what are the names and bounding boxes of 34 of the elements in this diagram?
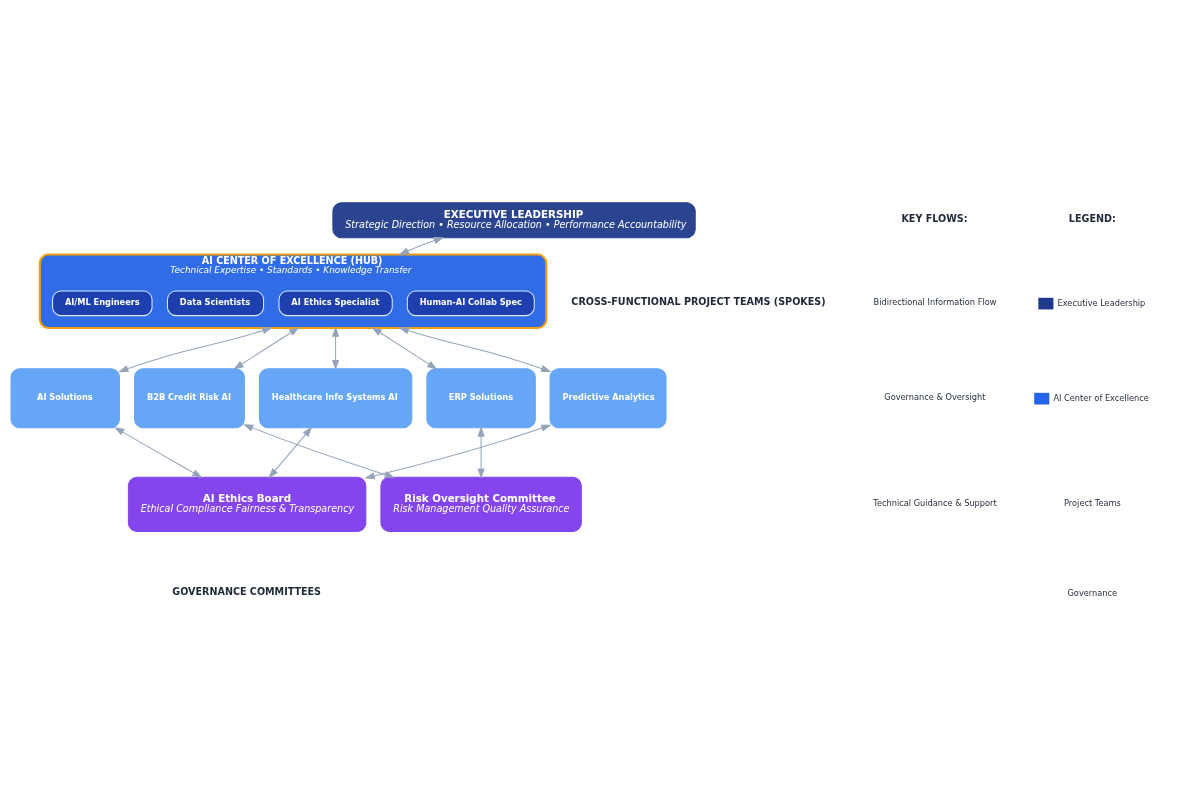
label: GOVERNANCE COMMITTEES [172,586,322,598]
node-box: AI Ethics Board Ethical Compliance Fairness & Transparency [127,476,367,532]
label: LEGEND: [1068,213,1116,225]
node-box: Risk Oversight Committee Risk Management Quality Assurance [380,476,582,532]
arrow [114,427,203,478]
node-box: Healthcare Info Systems AI [258,368,413,429]
arrow [233,327,300,370]
node-box: ERP Solutions [426,368,536,429]
node-box: Data Scientists [166,290,265,317]
legend-label: Governance & Oversight [884,392,986,403]
node-box: AI/ML Engineers [52,290,153,317]
arrow [371,327,438,370]
legend-label: Project Teams [1064,498,1121,509]
legend-label: Executive Leadership [1057,297,1146,308]
node-box: AI Ethics Specialist [278,290,393,317]
arrow [243,424,395,478]
arrow [477,426,485,479]
arrow [398,237,445,256]
arrow [118,327,273,373]
node-box: B2B Credit Risk AI [134,368,245,429]
arrow [268,426,313,479]
legend-label: Technical Guidance & Support [873,498,997,509]
arrow [398,327,552,372]
legend-label: AI Center of Excellence [1053,392,1149,403]
node-box: EXECUTIVE LEADERSHIP Strategic Direction • Resource Allocation • Performance Accountability [332,202,696,239]
node-box: Predictive Analytics [549,368,667,429]
arrow [364,424,552,480]
arrow [332,326,340,371]
legend-label: Governance [1067,587,1118,598]
node-box: Human-AI Collab Spec [406,290,535,317]
label: CROSS-FUNCTIONAL PROJECT TEAMS (SPOKES) [571,296,826,308]
label: KEY FLOWS: [901,213,968,225]
node-box: AI Solutions [10,368,120,429]
legend-label: Bidirectional Information Flow [873,297,997,308]
